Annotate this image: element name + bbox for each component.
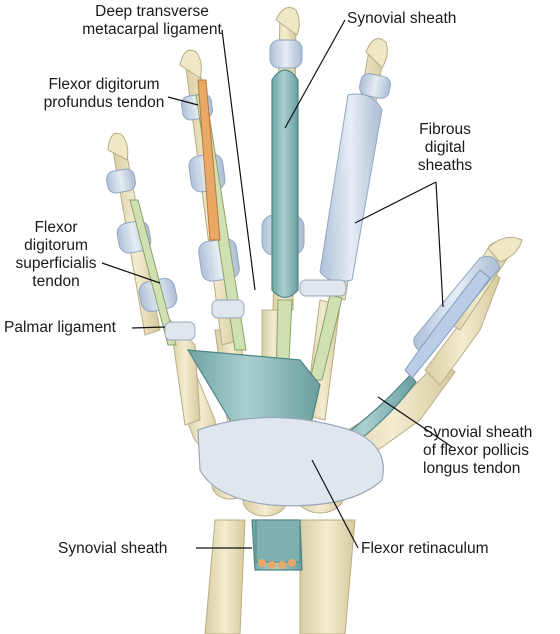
label-deep-transverse-metacarpal-ligament: Deep transverse metacarpal ligament xyxy=(82,3,222,38)
palmar-ligaments xyxy=(164,279,347,341)
wrist-tendon-bundle xyxy=(255,519,301,569)
label-fibrous-digital-sheaths: Fibrous digital sheaths xyxy=(417,121,473,174)
flexor-tendons xyxy=(129,79,343,381)
label-synovial-sheath-top: Synovial sheath xyxy=(347,10,457,27)
fpl-synovial-sheath xyxy=(404,269,491,379)
label-synovial-sheath-bottom: Synovial sheath xyxy=(58,540,168,557)
label-palmar-ligament: Palmar ligament xyxy=(4,319,116,336)
flexor-retinaculum xyxy=(197,416,384,507)
label-flexor-retinaculum: Flexor retinaculum xyxy=(361,540,489,557)
leader-lines xyxy=(101,19,453,549)
fingertip-caps xyxy=(107,7,523,263)
label-flexor-digitorum-profundus-tendon: Flexor digitorum profundus tendon xyxy=(43,76,165,111)
label-flexor-digitorum-superficialis-tendon: Flexor digitorum superficialis tendon xyxy=(15,219,97,290)
label-synovial-sheath-flexor-pollicis-longus: Synovial sheath of flexor pollicis longu… xyxy=(423,424,533,477)
